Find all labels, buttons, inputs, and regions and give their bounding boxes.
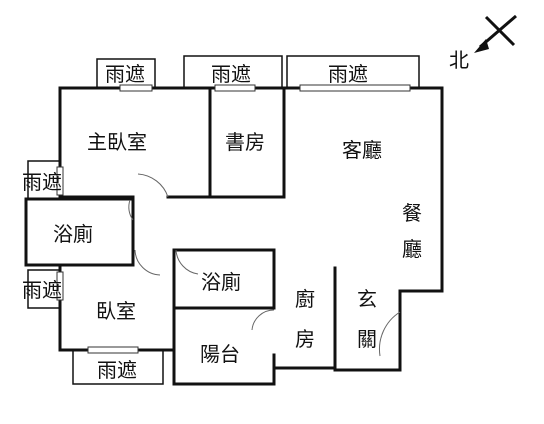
room-living-room: 客廳 (342, 138, 382, 162)
room-bathroom-center: 浴廁 (201, 270, 241, 294)
north-arrow-icon (474, 14, 517, 53)
window (299, 84, 411, 92)
door-swing (128, 199, 134, 221)
door-swing (251, 309, 275, 331)
wall-bathroom-left (24, 197, 135, 267)
compass-label: 北 (449, 48, 469, 72)
awning-label-top-middle: 雨遮 (211, 62, 251, 86)
room-dining-room-char-2: 廳 (402, 237, 422, 261)
door-swing (175, 249, 199, 275)
room-kitchen-char-1: 廚 (295, 287, 315, 311)
awning-label-bottom: 雨遮 (97, 358, 137, 382)
wall-living (282, 86, 444, 372)
room-balcony: 陽台 (200, 342, 240, 366)
room-study: 書房 (225, 130, 265, 154)
door-swing (134, 249, 161, 276)
room-bedroom: 臥室 (96, 299, 136, 323)
window (87, 346, 139, 354)
awning-label-top-right: 雨遮 (328, 62, 368, 86)
window (119, 84, 153, 92)
window (214, 84, 256, 92)
window (56, 271, 64, 301)
wall-corridor (131, 195, 276, 310)
awning-label-top-left: 雨遮 (105, 62, 145, 86)
windows (56, 84, 411, 354)
awning-label-left-lower: 雨遮 (22, 278, 62, 302)
door-swing (379, 311, 401, 357)
room-dining-room-char-1: 餐 (402, 201, 422, 225)
window (56, 166, 64, 196)
room-master-bedroom: 主臥室 (87, 130, 147, 154)
room-entrance-char-1: 玄 (357, 287, 377, 311)
awning-label-left-upper: 雨遮 (22, 170, 62, 194)
room-bathroom-left: 浴廁 (53, 222, 93, 246)
wall-kitchen (272, 266, 337, 370)
doors (128, 173, 401, 357)
door-swing (137, 173, 169, 198)
room-entrance-char-2: 關 (357, 327, 377, 351)
room-kitchen-char-2: 房 (295, 327, 315, 351)
